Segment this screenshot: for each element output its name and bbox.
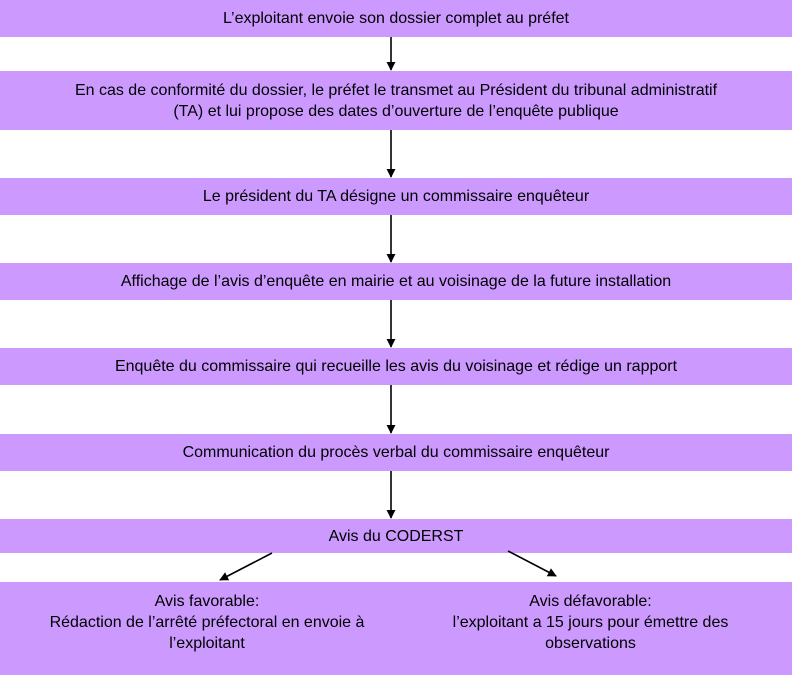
arrow-to-favorable — [219, 552, 273, 581]
step-1-text: L’exploitant envoie son dossier complet … — [223, 10, 569, 27]
step-box-6: Communication du procès verbal du commis… — [0, 434, 792, 471]
step-4-text: Affichage de l’avis d’enquête en mairie … — [120, 273, 672, 290]
step-box-2: En cas de conformité du dossier, le préf… — [0, 71, 792, 130]
step-box-1: L’exploitant envoie son dossier complet … — [0, 0, 792, 37]
step-5-text: Enquête du commissaire qui recueille les… — [114, 358, 678, 375]
outcome-defavorable-line-1: l’exploitant a 15 jours pour émettre des — [452, 614, 729, 631]
outcome-favorable: Avis favorable: Rédaction de l’arrêté pr… — [12, 591, 402, 654]
step-box-3: Le président du TA désigne un commissair… — [0, 178, 792, 215]
step-6-text: Communication du procès verbal du commis… — [182, 444, 610, 461]
step-3-text: Le président du TA désigne un commissair… — [202, 188, 590, 205]
step-box-4: Affichage de l’avis d’enquête en mairie … — [0, 263, 792, 300]
outcomes-box: Avis favorable: Rédaction de l’arrêté pr… — [0, 582, 792, 675]
arrow-to-defavorable — [507, 550, 557, 577]
outcome-defavorable-title: Avis défavorable: — [529, 593, 652, 610]
step-box-5: Enquête du commissaire qui recueille les… — [0, 348, 792, 385]
step-box-7: Avis du CODERST — [0, 519, 792, 553]
outcome-favorable-title: Avis favorable: — [154, 593, 260, 610]
step-2-text: En cas de conformité du dossier, le préf… — [75, 80, 717, 122]
outcome-favorable-line-1: Rédaction de l’arrêté préfectoral en env… — [49, 614, 365, 631]
step-2-line-2: (TA) et lui propose des dates d’ouvertur… — [173, 102, 619, 120]
step-7-text: Avis du CODERST — [328, 527, 464, 545]
outcome-defavorable-line-2: observations — [545, 635, 636, 652]
outcome-defavorable: Avis défavorable: l’exploitant a 15 jour… — [398, 591, 783, 654]
step-2-line-1: En cas de conformité du dossier, le préf… — [74, 81, 718, 99]
outcome-favorable-line-2: l’exploitant — [169, 635, 245, 652]
